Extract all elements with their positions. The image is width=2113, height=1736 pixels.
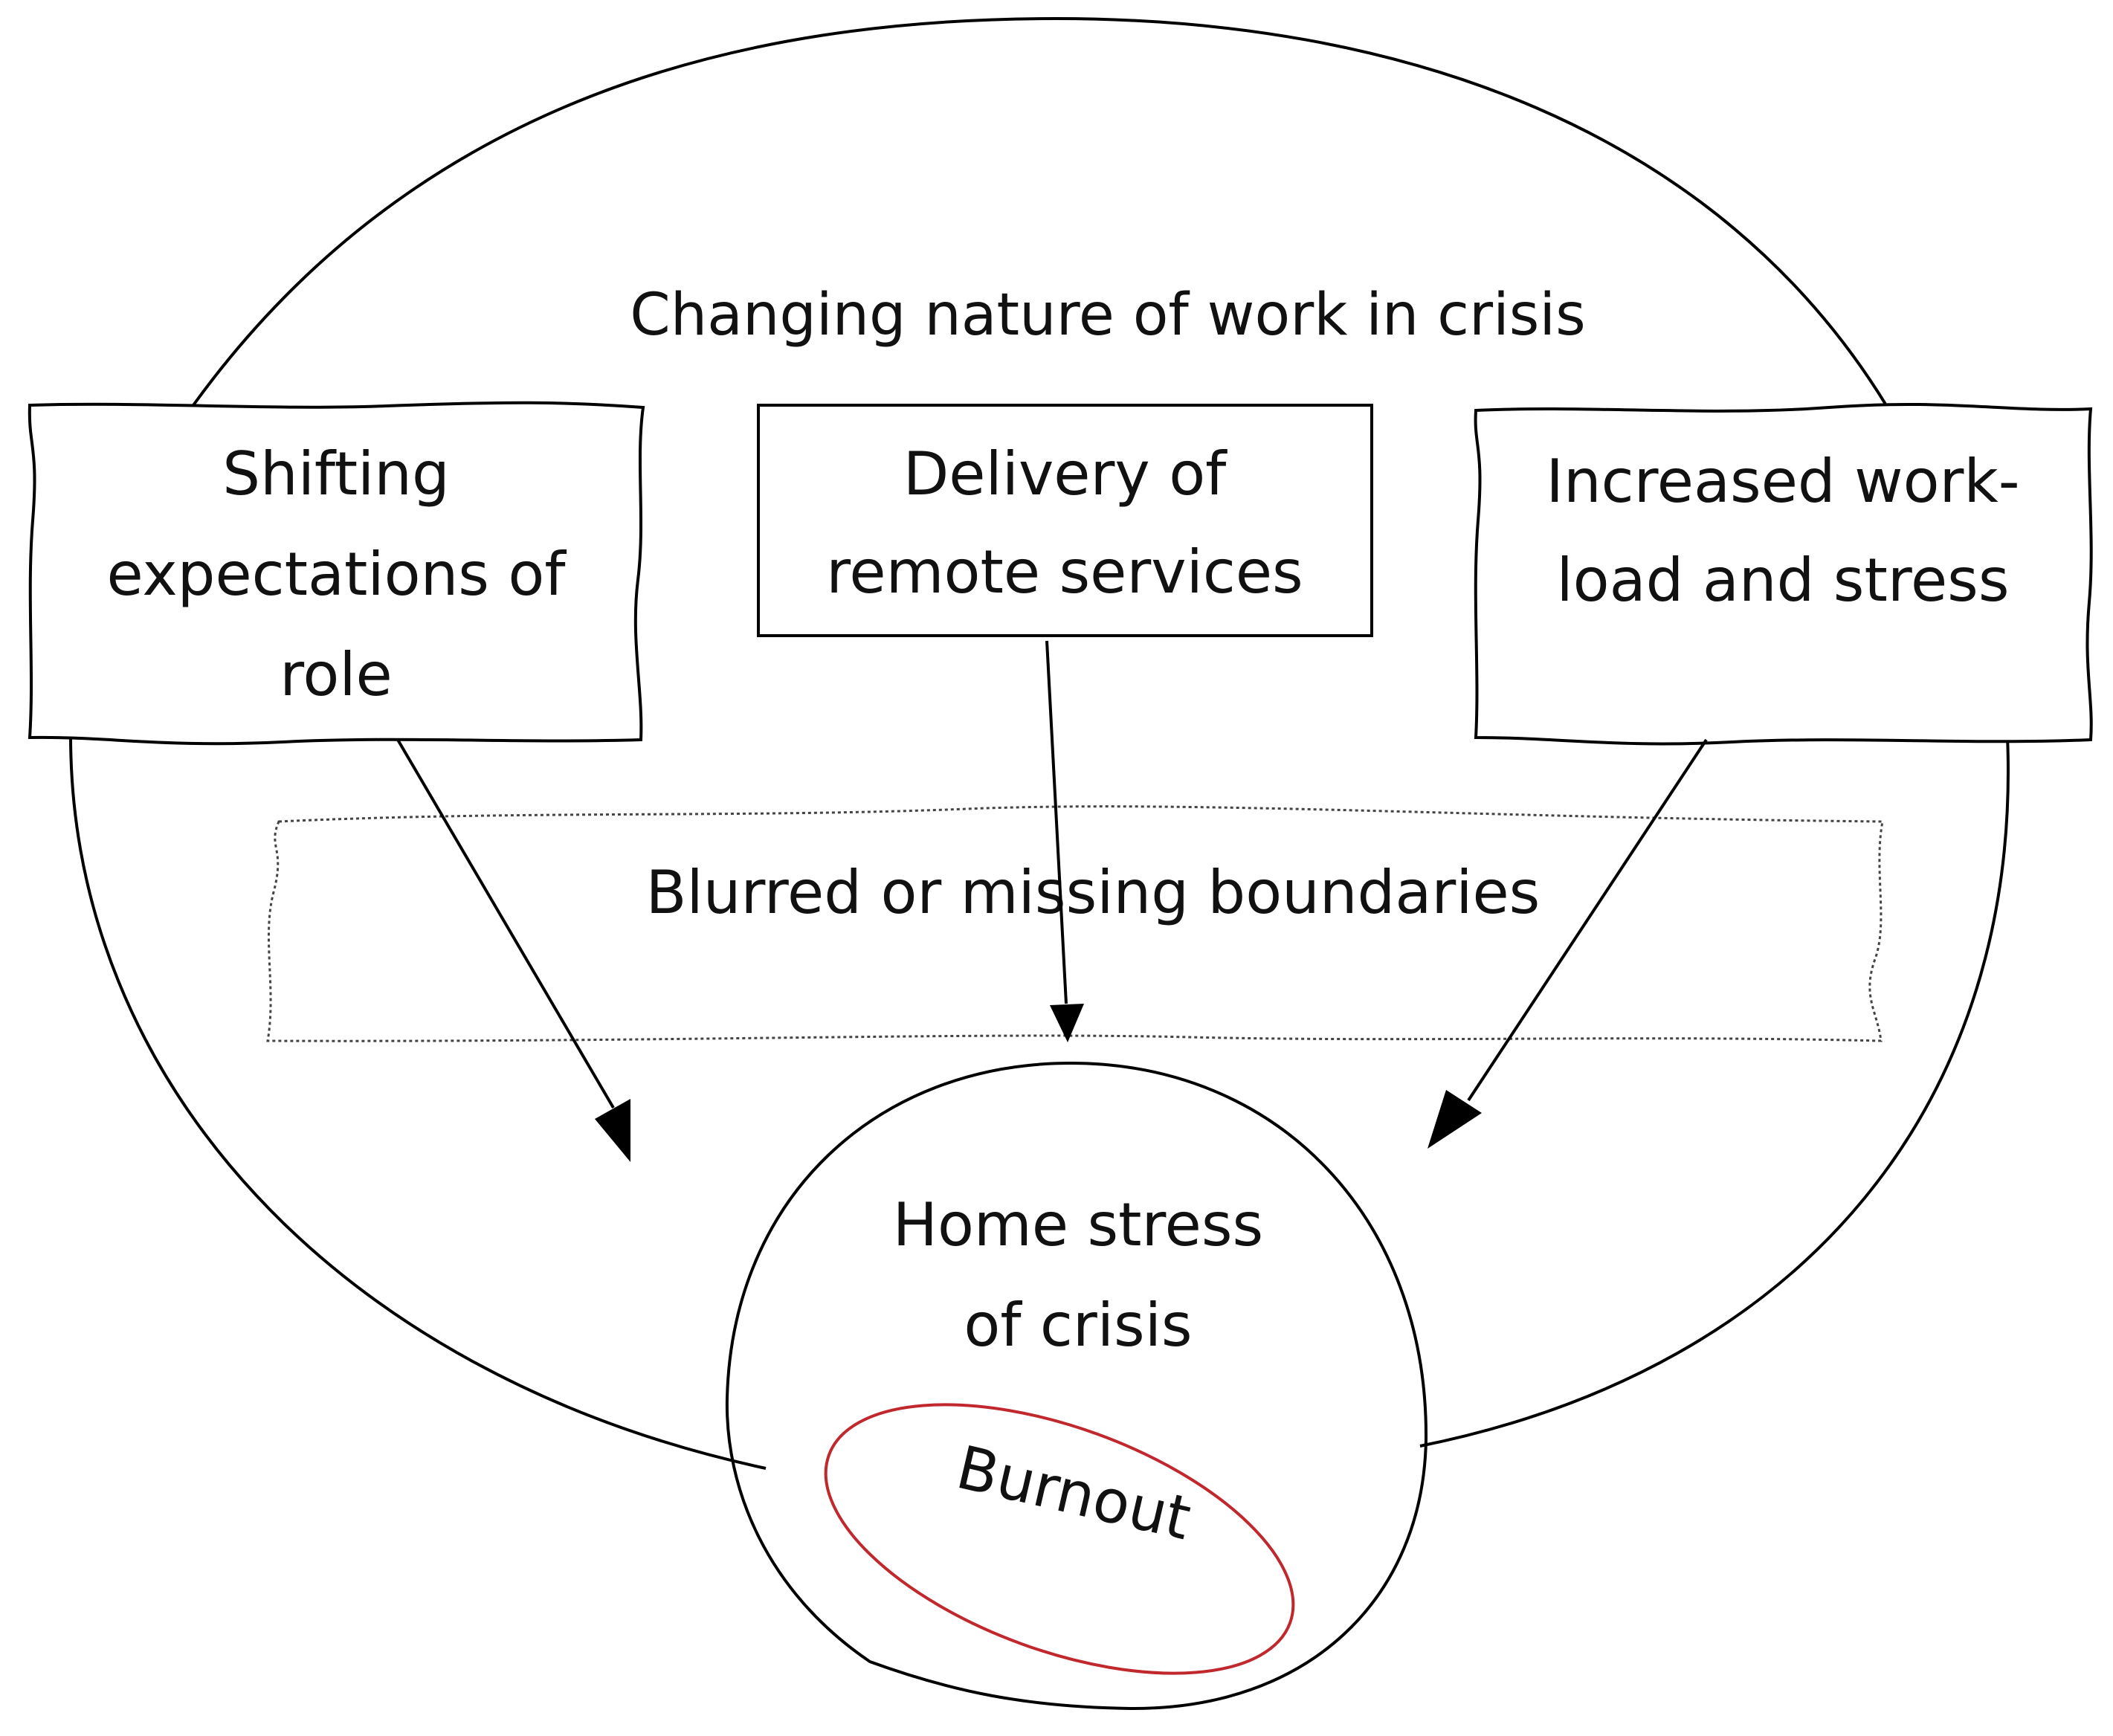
outer-label: Changing nature of work in crisis: [630, 282, 1585, 349]
burnout-ring: [824, 1403, 1295, 1675]
box-shifting-expectations: Shifting expectations of role: [28, 401, 645, 746]
box-shifting-expectations-line-1: Shifting: [222, 439, 450, 509]
box-remote-services-border: [757, 404, 1373, 637]
home-stress-circle: [725, 1061, 1428, 1711]
box-shifting-expectations-line-2: expectations of: [107, 540, 567, 609]
box-increased-workload-border: [1474, 402, 2093, 746]
arrow-workload-to-home-head: [1428, 1090, 1482, 1149]
arrow-shifting-to-home-head: [595, 1099, 630, 1162]
arrow-remote-to-home-head: [1050, 1004, 1084, 1042]
box-remote-services-line-1: Delivery of: [903, 439, 1228, 509]
boundary-band: [266, 805, 1884, 1042]
box-increased-workload-line-2: load and stress: [1556, 546, 2009, 615]
box-remote-services: Delivery of remote services: [757, 404, 1373, 637]
arrow-remote-to-home: [1045, 640, 1068, 1004]
boundary-label: Blurred or missing boundaries: [646, 858, 1541, 927]
box-increased-workload: Increased work- load and stress: [1474, 402, 2093, 746]
box-shifting-expectations-border: [28, 401, 645, 746]
home-line-2: of crisis: [964, 1291, 1192, 1360]
outer-work-ellipse: [69, 16, 2010, 1470]
box-shifting-expectations-line-3: role: [280, 640, 393, 709]
arrow-workload-to-home: [1467, 738, 1708, 1102]
box-remote-services-line-2: remote services: [826, 538, 1303, 607]
home-line-1: Home stress: [893, 1190, 1263, 1259]
burnout-label: Burnout: [950, 1433, 1197, 1553]
box-increased-workload-line-1: Increased work-: [1546, 447, 2019, 516]
arrow-shifting-to-home: [396, 738, 615, 1109]
